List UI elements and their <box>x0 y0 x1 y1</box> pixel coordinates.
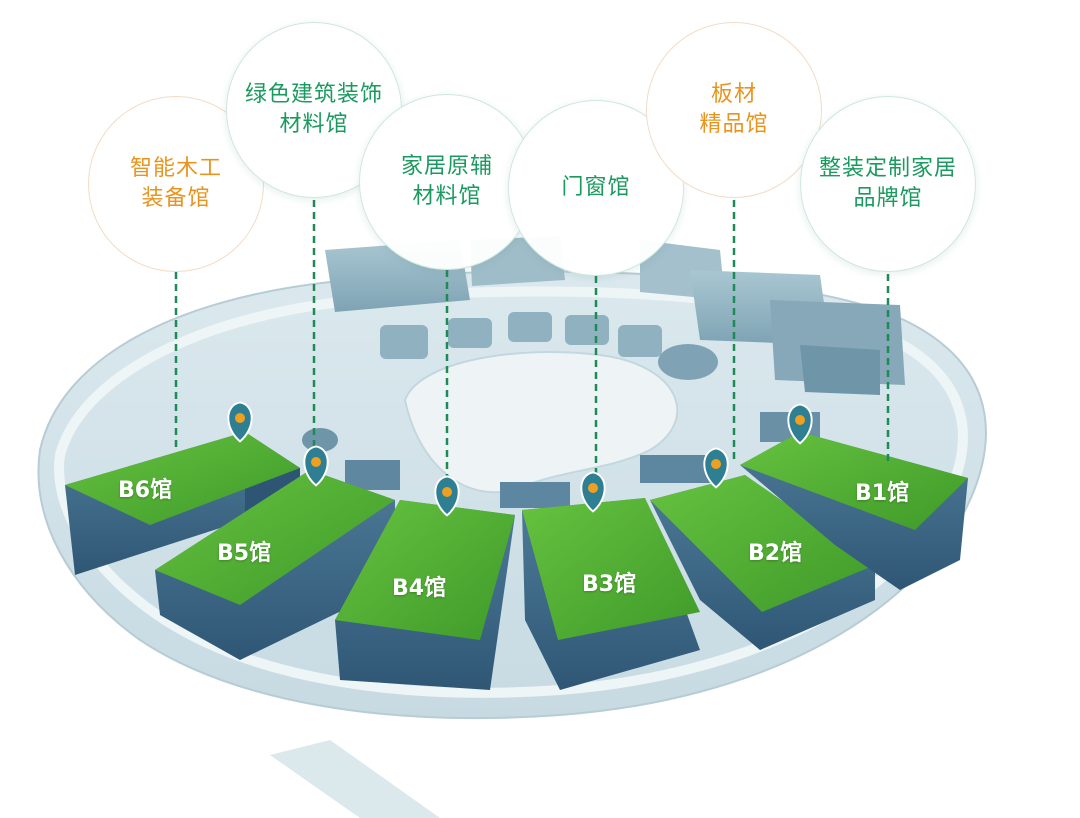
hall-label-b5: B5馆 <box>217 541 272 566</box>
access-road <box>270 740 440 818</box>
map-pin-icon <box>227 401 253 443</box>
bubble-label: 家居原辅 材料馆 <box>400 154 493 209</box>
hall-label-b2: B2馆 <box>748 541 803 566</box>
hall-label-b4: B4馆 <box>392 576 447 601</box>
bubble-label: 绿色建筑装饰 材料馆 <box>244 82 383 137</box>
hall-b3-roof <box>522 498 700 640</box>
hall-b5-roof <box>155 470 395 605</box>
bubble-label: 板材 精品馆 <box>699 82 769 137</box>
hall-b4[interactable] <box>335 500 515 690</box>
hall-b2-roof <box>650 475 875 612</box>
hall-b1[interactable] <box>740 432 968 590</box>
hall-label-b6: B6馆 <box>118 478 173 503</box>
map-pin-icon <box>434 475 460 517</box>
hall-b1-roof <box>740 432 968 530</box>
map-pins <box>227 401 813 517</box>
hall-label-b3: B3馆 <box>582 572 637 597</box>
hall-b4-roof <box>335 500 515 640</box>
hall-label-b1: B1馆 <box>855 481 910 506</box>
bubble-label: 整装定制家居 品牌馆 <box>818 156 957 211</box>
bubble-premium-boards[interactable]: 板材 精品馆 <box>646 22 822 198</box>
map-pin-icon <box>787 403 813 445</box>
hall-b6-roof <box>65 432 300 525</box>
bubble-home-materials[interactable]: 家居原辅 材料馆 <box>359 94 535 270</box>
map-pin-icon <box>303 445 329 487</box>
leader-lines <box>174 200 890 492</box>
map-pin-icon <box>580 471 606 513</box>
map-pin-icon <box>703 447 729 489</box>
bubble-custom-home-brands[interactable]: 整装定制家居 品牌馆 <box>800 96 976 272</box>
central-courtyard <box>403 351 679 494</box>
bubble-label: 门窗馆 <box>561 175 631 200</box>
hall-b5[interactable] <box>155 470 395 660</box>
hall-b2[interactable] <box>650 475 875 650</box>
hall-b3[interactable] <box>522 498 700 690</box>
bubble-label: 智能木工 装备馆 <box>129 156 222 211</box>
